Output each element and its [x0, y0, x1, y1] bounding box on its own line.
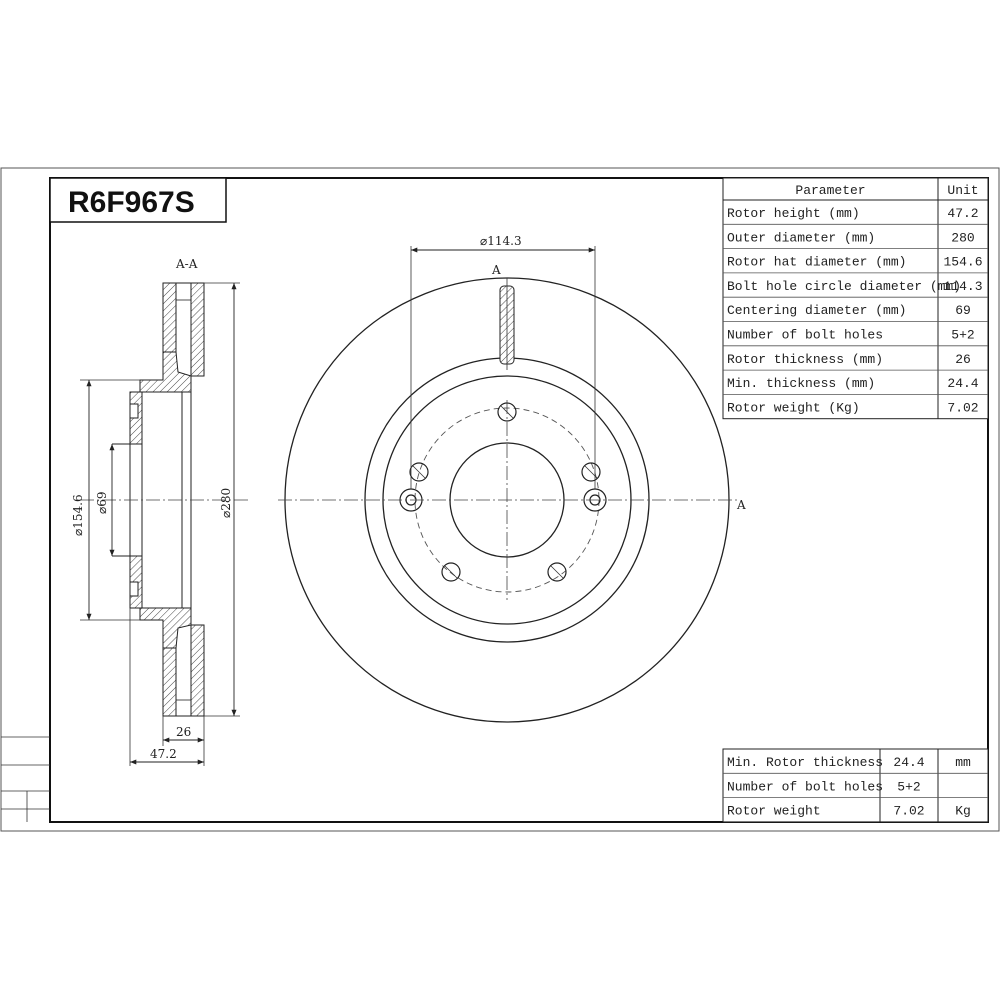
spec-row-parameter: Min. thickness (mm)	[727, 376, 875, 391]
spec-row-value: 114.3	[943, 279, 982, 294]
dim-hat-diameter: ⌀154.6	[71, 494, 85, 536]
dim-bolt-circle: ⌀114.3	[480, 234, 522, 248]
dim-center-diameter: ⌀69	[95, 492, 109, 515]
spec-row-parameter: Outer diameter (mm)	[727, 230, 875, 245]
spec-row-value: 47.2	[947, 206, 978, 221]
dim-outer-diameter: ⌀280	[219, 488, 233, 518]
spec-row-value: 69	[955, 303, 971, 318]
inner-frame	[49, 177, 989, 823]
section-marker-top: A	[491, 263, 501, 277]
spec-row-value: 280	[951, 230, 974, 245]
summary-row-label: Rotor weight	[727, 804, 821, 819]
spec-row-parameter: Rotor height (mm)	[727, 206, 860, 221]
spec-header-unit: Unit	[947, 183, 978, 198]
spec-row-parameter: Rotor weight (Kg)	[727, 400, 860, 415]
title-block: R6F967S	[49, 177, 227, 223]
summary-row-label: Min. Rotor thickness	[727, 755, 883, 770]
spec-row-value: 7.02	[947, 400, 978, 415]
outer-frame	[0, 167, 1000, 832]
spec-row-value: 5+2	[951, 328, 974, 343]
spec-row-value: 154.6	[943, 255, 982, 270]
summary-row-unit: Kg	[955, 804, 971, 819]
spec-header-parameter: Parameter	[795, 183, 865, 198]
section-marker-right: A	[736, 498, 746, 512]
front-view: A A ⌀114.3	[278, 234, 746, 723]
spec-row-value: 24.4	[947, 376, 978, 391]
spec-row-parameter: Rotor hat diameter (mm)	[727, 255, 906, 270]
part-number: R6F967S	[68, 186, 195, 219]
summary-row-value: 24.4	[893, 755, 924, 770]
bolt-holes	[409, 402, 601, 582]
summary-row-value: 5+2	[897, 779, 920, 794]
revision-grid	[1, 736, 50, 822]
spec-row-parameter: Number of bolt holes	[727, 328, 883, 343]
spec-row-parameter: Rotor thickness (mm)	[727, 352, 883, 367]
dim-height: 47.2	[150, 747, 177, 761]
spec-row-value: 26	[955, 352, 971, 367]
summary-row-unit: mm	[955, 755, 971, 770]
section-view: A-A ⌀154.6 ⌀69	[71, 257, 250, 766]
summary-row-label: Number of bolt holes	[727, 779, 883, 794]
section-label: A-A	[175, 257, 198, 271]
spec-row-parameter: Centering diameter (mm)	[727, 303, 906, 318]
summary-row-value: 7.02	[893, 804, 924, 819]
spec-row-parameter: Bolt hole circle diameter (mm)	[727, 279, 961, 294]
dim-thickness: 26	[176, 725, 191, 739]
